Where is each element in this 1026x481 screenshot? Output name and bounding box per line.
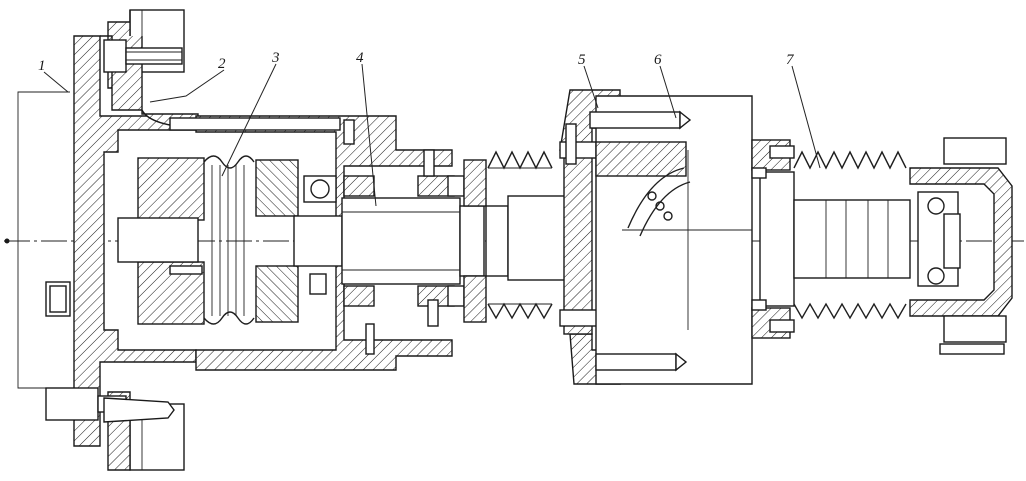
left-dimension-bracket [17, 91, 70, 389]
callout-1: 1 [38, 58, 46, 74]
callout-2: 2 [218, 56, 226, 72]
right-coupling-hub [751, 139, 795, 339]
callout-4: 4 [356, 50, 364, 66]
right-bellows-cover [793, 150, 907, 320]
right-end-housing-part [909, 137, 1013, 355]
left-bellows-cover [487, 150, 553, 320]
callout-labels: 1 2 3 4 5 6 7 [38, 50, 795, 74]
input-shaft-part [293, 197, 485, 285]
callout-7: 7 [786, 52, 795, 68]
callout-5: 5 [578, 52, 586, 68]
callout-6: 6 [654, 52, 662, 68]
shaft-end-bearings [343, 159, 487, 323]
output-spline-shaft-part [793, 199, 911, 279]
universal-joint-block-part [589, 95, 753, 385]
housing-ball-bearing [303, 175, 337, 203]
flange-top-bolt [103, 39, 183, 73]
bellows-assembly-part [117, 155, 299, 325]
intermediate-shaft-part [485, 195, 571, 281]
small-fasteners [169, 119, 795, 355]
callout-3: 3 [271, 50, 280, 66]
axis-end-dot [4, 238, 10, 244]
flange-bottom-bolt [45, 387, 175, 423]
callout-leaders [43, 63, 821, 207]
